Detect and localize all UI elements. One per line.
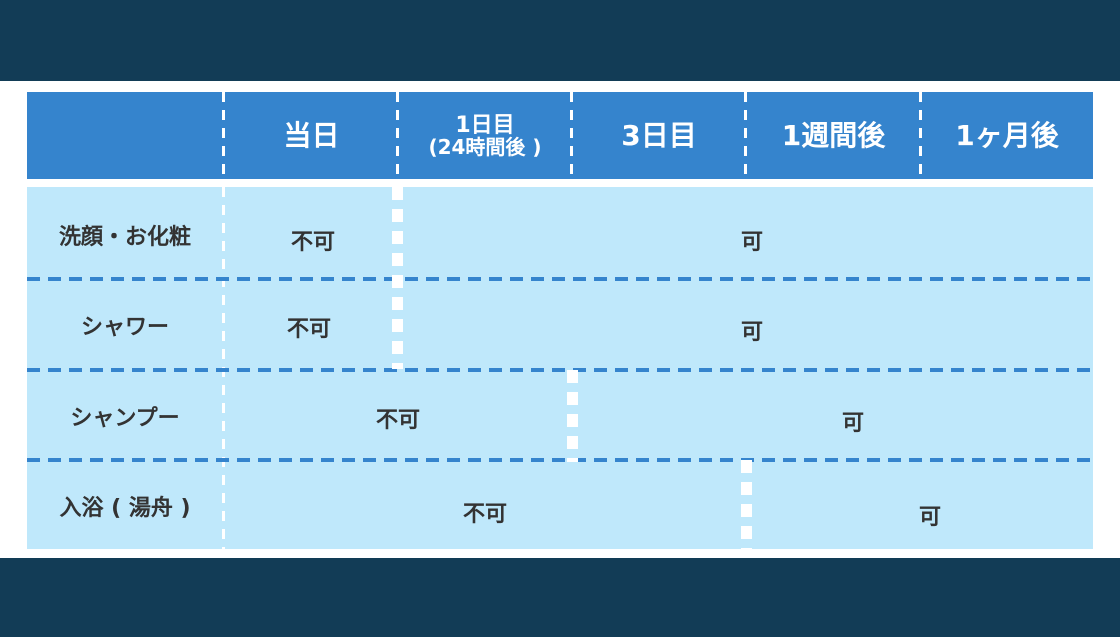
header-divider <box>919 92 922 179</box>
bottom-band <box>0 558 1120 637</box>
row-label-text: 入浴 ( 湯舟 ) <box>59 496 191 521</box>
status-allowed: 可 <box>841 411 865 436</box>
row-divider <box>27 368 1093 372</box>
row-label-text: シャワー <box>80 315 169 340</box>
row-label-shampoo: シャンプー <box>27 372 223 460</box>
header-week1-label: 1週間後 <box>781 118 886 152</box>
header-day0: 当日 <box>225 92 398 179</box>
header-day1-sublabel: (24時間後 ) <box>428 134 542 159</box>
boundary-divider <box>741 460 752 550</box>
row-label-text: 洗顔・お化粧 <box>58 225 191 250</box>
header-day3: 3日目 <box>572 92 746 179</box>
header-month1: 1ヶ月後 <box>921 92 1093 179</box>
boundary-divider <box>567 370 578 462</box>
status-allowed: 可 <box>740 230 764 255</box>
row-label-bath: 入浴 ( 湯舟 ) <box>27 462 223 550</box>
header-week1: 1週間後 <box>746 92 921 179</box>
row-divider <box>27 277 1093 281</box>
boundary-divider <box>392 187 403 369</box>
row-divider <box>27 458 1093 462</box>
table-header <box>27 92 1093 179</box>
row-label-text: シャンプー <box>70 406 180 431</box>
status-not-allowed: 不可 <box>462 502 508 527</box>
header-divider <box>222 92 225 179</box>
header-day0-label: 当日 <box>283 118 340 152</box>
top-band <box>0 0 1120 81</box>
header-day3-label: 3日目 <box>621 118 697 152</box>
status-not-allowed: 不可 <box>286 317 332 342</box>
header-divider <box>744 92 747 179</box>
status-allowed: 可 <box>740 320 764 345</box>
header-divider <box>396 92 399 179</box>
header-divider <box>570 92 573 179</box>
header-month1-label: 1ヶ月後 <box>955 118 1059 152</box>
status-not-allowed: 不可 <box>375 408 421 433</box>
row-label-shower: シャワー <box>27 281 223 369</box>
row-label-face-wash: 洗顔・お化粧 <box>27 191 223 279</box>
header-day1-label: 1日目 <box>455 112 515 138</box>
status-not-allowed: 不可 <box>290 230 336 255</box>
status-allowed: 可 <box>918 505 942 530</box>
header-day1: 1日目 (24時間後 ) <box>398 92 572 179</box>
